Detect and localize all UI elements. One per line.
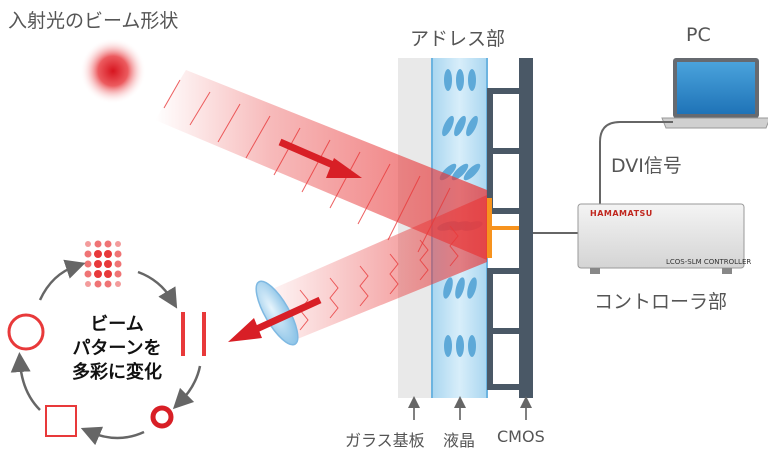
caption-line-1: ビーム bbox=[90, 314, 144, 335]
cycle-arrows bbox=[10, 259, 202, 446]
liquid-crystal-label: 液晶 bbox=[443, 431, 476, 450]
incident-beam-label: 入射光のビーム形状 bbox=[8, 10, 179, 32]
output-direction-arrow bbox=[248, 296, 322, 336]
beam-pattern-ring bbox=[150, 405, 174, 429]
incident-direction-arrow bbox=[278, 138, 342, 172]
controller-box-icon bbox=[577, 203, 745, 274]
pc-label: PC bbox=[686, 24, 711, 46]
caption-line-3: 多彩に変化 bbox=[72, 362, 162, 383]
layer-pointers bbox=[408, 396, 532, 420]
dvi-signal-label: DVI信号 bbox=[611, 155, 682, 177]
caption-line-2: パターンを bbox=[72, 338, 162, 359]
beam-pattern-square bbox=[45, 405, 77, 437]
incident-beam-spot bbox=[80, 38, 146, 104]
glass-substrate-label: ガラス基板 bbox=[345, 431, 425, 450]
lens-icon bbox=[255, 280, 299, 346]
beam-pattern-double-line bbox=[181, 312, 206, 356]
beam-pattern-caption: ビーム パターンを 多彩に変化 bbox=[50, 313, 184, 385]
beam-pattern-dot-grid bbox=[84, 240, 122, 288]
cmos-label: CMOS bbox=[497, 427, 545, 446]
beam-pattern-circle bbox=[7, 313, 45, 351]
cmos-backplane bbox=[487, 58, 533, 398]
laptop-icon bbox=[661, 58, 768, 129]
controller-label: コントローラ部 bbox=[594, 291, 728, 313]
dvi-cable bbox=[599, 121, 673, 205]
controller-model: LCOS-SLM CONTROLLER bbox=[666, 258, 752, 266]
reflected-beam bbox=[270, 195, 487, 340]
address-section-label: アドレス部 bbox=[410, 28, 506, 50]
controller-brand: HAMAMATSU bbox=[590, 209, 653, 218]
